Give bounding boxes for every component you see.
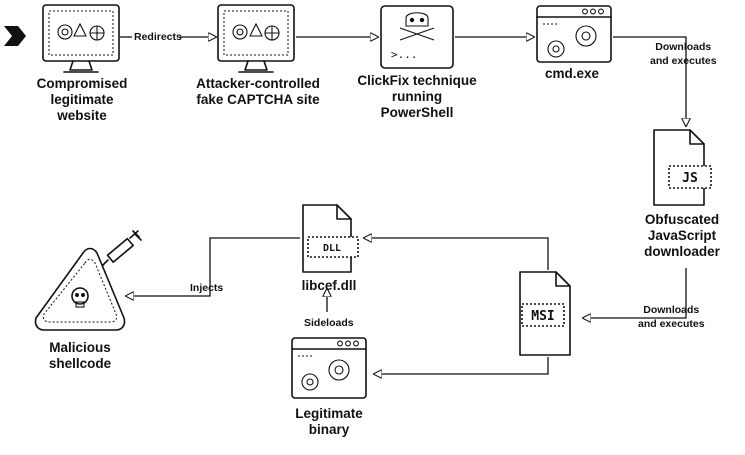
msi-badge: MSI: [531, 309, 554, 324]
label-clickfix: ClickFix technique running PowerShell: [357, 73, 477, 120]
msi-file-icon: MSI: [519, 271, 571, 356]
edge-line-msi-to-dll: [364, 238, 549, 270]
label-shellcode: Malicious shellcode: [48, 340, 112, 371]
label-legit-binary: Legitimate binary: [295, 406, 363, 437]
edge-label-downloads-1: Downloads and executes: [650, 41, 717, 67]
start-chevron-icon: [4, 26, 26, 46]
cmd-window-icon: [536, 5, 612, 63]
label-cmd: cmd.exe: [544, 66, 600, 81]
label-libcef: libcef.dll: [301, 278, 357, 293]
edge-label-redirects: Redirects: [134, 31, 182, 43]
terminal-prompt: >...: [391, 48, 418, 61]
edge-line-cmd-to-js: [613, 36, 686, 126]
label-js-downloader: Obfuscated JavaScript downloader: [644, 212, 720, 259]
warning-skull-icon: [34, 247, 126, 331]
legit-binary-window-icon: [291, 337, 367, 399]
js-file-icon: JS: [653, 129, 712, 206]
edge-label-injects: Injects: [190, 282, 224, 294]
edge-line-dll-to-shellcode: [126, 237, 300, 296]
edge-label-downloads-2: Downloads and executes: [638, 304, 705, 330]
label-fake-captcha: Attacker-controlled fake CAPTCHA site: [196, 76, 320, 107]
js-badge: JS: [682, 171, 698, 186]
dll-file-icon: DLL: [302, 204, 359, 273]
compromised-monitor-icon: [42, 4, 120, 73]
dll-badge: DLL: [323, 243, 341, 254]
powershell-window-icon: >...: [380, 5, 454, 69]
edge-line-msi-to-binary: [374, 357, 549, 374]
label-compromised-site: Compromised legitimate website: [36, 76, 128, 123]
captcha-monitor-icon: [217, 4, 295, 73]
edge-label-sideloads: Sideloads: [304, 317, 354, 329]
syringe-icon: [99, 230, 142, 269]
edge-line-js-to-msi: [583, 268, 687, 318]
